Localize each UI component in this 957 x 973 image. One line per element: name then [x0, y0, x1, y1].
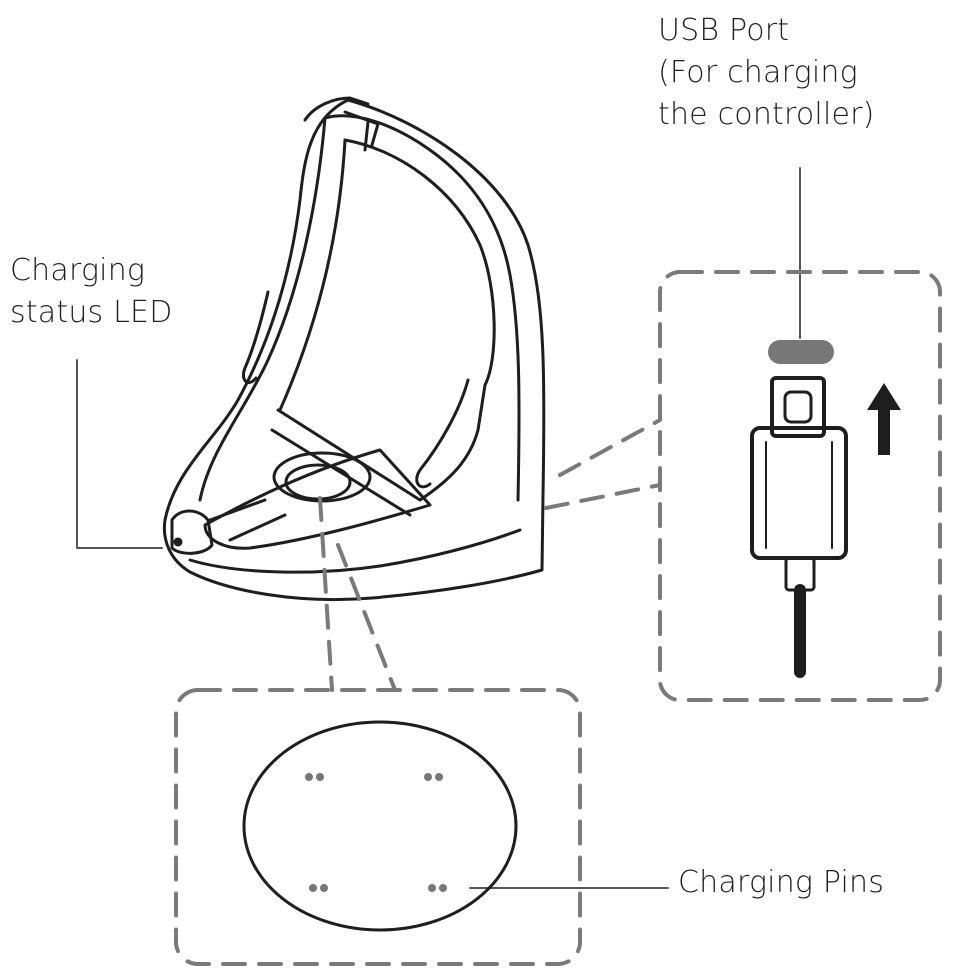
- cradle-grip-left: [241, 290, 270, 384]
- cradle-led-housing: [170, 509, 214, 555]
- usb-port-opening: [768, 340, 834, 364]
- cradle-floor-divider-2: [270, 428, 412, 517]
- charging-pin: [435, 773, 443, 781]
- cradle-front-lip: [188, 528, 522, 574]
- charging-pin: [428, 884, 436, 892]
- cradle-back-panel-left: [278, 138, 347, 412]
- charging-cradle: [162, 96, 546, 601]
- usb-c-plug-tongue: [783, 390, 813, 424]
- usb-port-label: USB Port (For charging the controller): [658, 10, 875, 136]
- usb-callout-connector-top: [558, 418, 662, 477]
- charging-pin: [424, 773, 432, 781]
- charging-pins-callout-box: [174, 688, 582, 966]
- pins-callout-connector-right: [336, 543, 397, 692]
- pins-callout-connector-left: [318, 496, 334, 692]
- usb-c-plug-metal: [770, 376, 826, 438]
- arrow-up-icon: [867, 383, 901, 455]
- usb-port-label-line-2: (For charging: [658, 55, 858, 90]
- charging-pad-ellipse: [242, 720, 518, 932]
- charging-status-led-label-line-1: Charging: [10, 253, 146, 288]
- charging-pins-label: Charging Pins: [678, 865, 885, 900]
- leader-lines: [76, 167, 801, 889]
- usb-port-label-line-1: USB Port: [658, 13, 790, 48]
- charging-pin: [309, 884, 317, 892]
- charging-pin: [439, 884, 447, 892]
- cradle-socket-inner: [284, 463, 352, 501]
- usb-c-plug-body-inner: [765, 441, 833, 549]
- charging-pin: [320, 884, 328, 892]
- charging-status-led: [173, 537, 183, 547]
- cradle-top-cap: [303, 96, 370, 122]
- charging-pin: [316, 773, 324, 781]
- charging-pin: [305, 773, 313, 781]
- charging-pins-detail: [242, 720, 518, 932]
- cradle-inner-rim: [323, 114, 521, 502]
- charging-pins: [305, 773, 447, 892]
- cradle-grip-right: [415, 378, 470, 489]
- cradle-back-panel: [343, 138, 496, 502]
- usb-c-cable-icon: [750, 340, 848, 678]
- cradle-outer-shell: [162, 98, 546, 601]
- charging-status-led-label: Charging status LED: [10, 250, 173, 334]
- dashed-callouts: [174, 270, 942, 966]
- led-leader-line: [76, 359, 163, 549]
- cradle-floor-divider-1: [276, 408, 422, 502]
- cradle-floor: [203, 448, 432, 550]
- charging-status-led-label-line-2: status LED: [10, 295, 173, 330]
- usb-port-label-line-3: the controller): [658, 97, 875, 132]
- cradle-front-groove: [208, 498, 287, 542]
- usb-callout-connector-bottom: [544, 483, 662, 510]
- cradle-inner-rim-left: [198, 116, 327, 502]
